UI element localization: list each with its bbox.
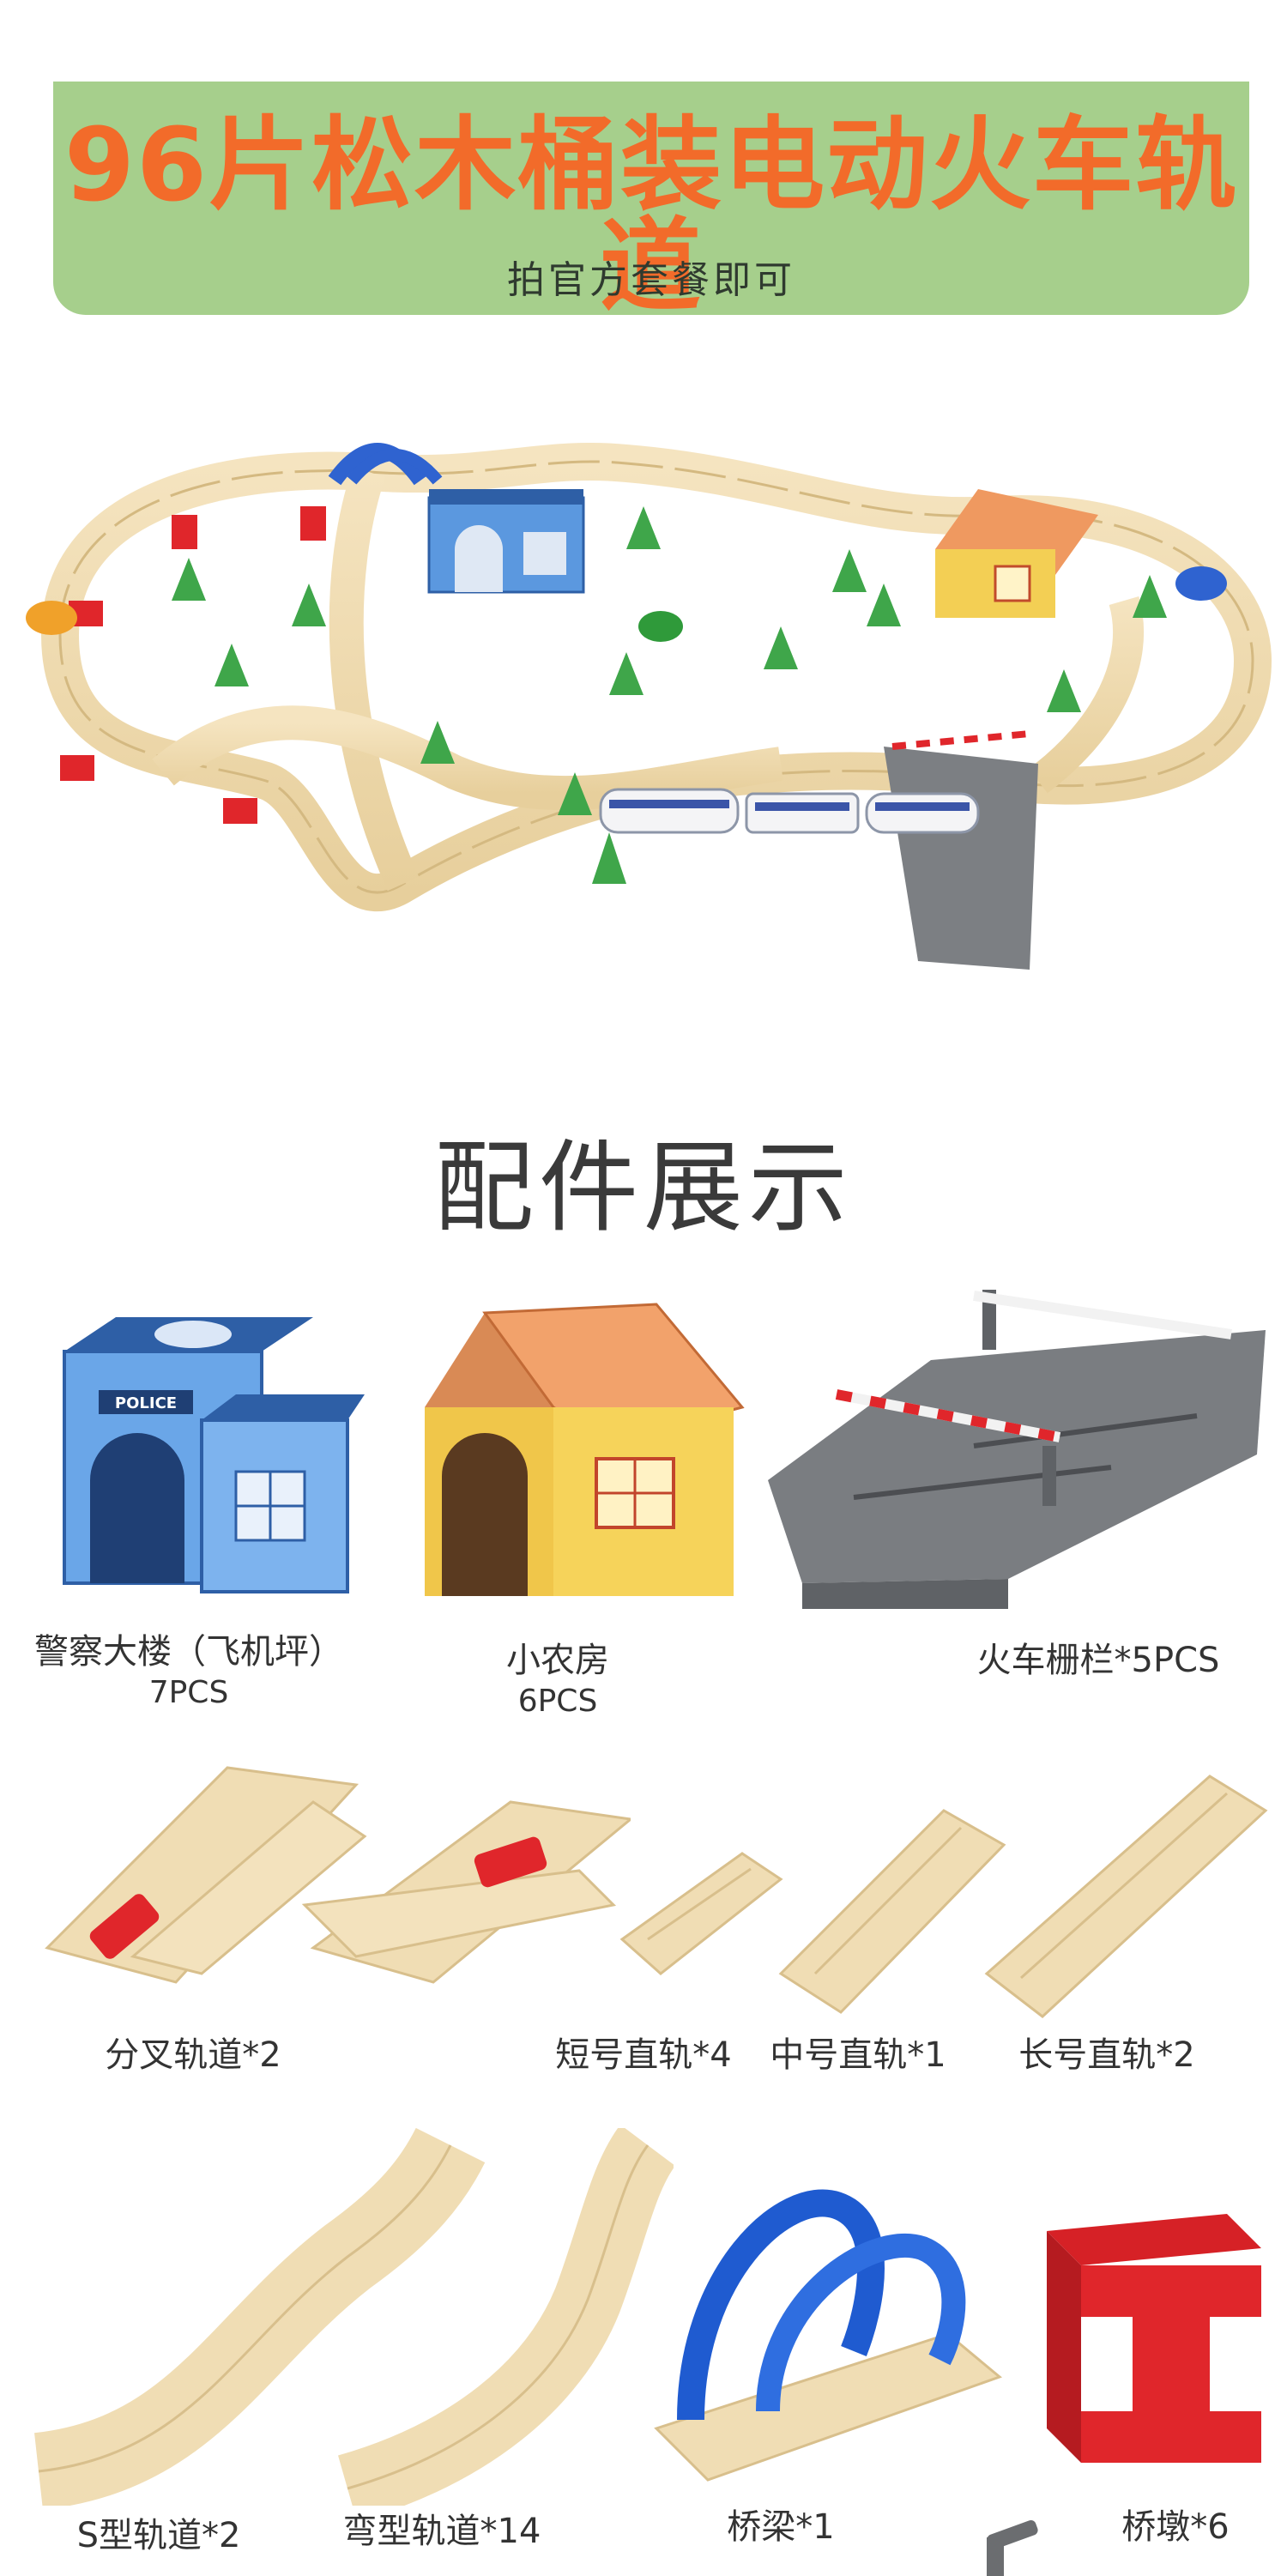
crossing-caption: 火车栅栏*5PCS [976,1641,1220,1680]
page-subtitle: 拍官方套餐即可 [507,258,795,302]
farm-house-icon [425,1303,745,1596]
section-title: 配件展示 [434,1130,853,1246]
long-track-icon [984,1775,1268,2018]
long-track-caption: 长号直轨*2 [1018,2035,1195,2075]
header-banner: 96片松木桶装电动火车轨道 拍官方套餐即可 [53,82,1249,325]
police-building-caption: 警察大楼（飞机坪） 7PCS [0,1630,378,1712]
crossing-icon [768,1290,1266,1609]
page-title: 96片松木桶装电动火车轨道 [63,106,1239,325]
hero-bridge-icon [328,443,443,486]
switch-track-icon [45,1766,631,1984]
curve-track-icon [33,2128,674,2506]
hero-police-building-icon [427,489,585,594]
mid-track-caption: 中号直轨*1 [770,2035,946,2075]
farm-house-name: 小农房 [506,1641,609,1680]
bridge-icon [654,2189,1002,2482]
police-sign: POLICE [115,1394,177,1412]
police-building-icon: POLICE [63,1317,365,1593]
curve-track-caption: 弯型轨道*14 [342,2512,541,2551]
switch-track-caption: 分叉轨道*2 [105,2035,281,2075]
hero-crossing-icon [884,730,1038,970]
bridge-caption: 桥梁*1 [727,2507,835,2547]
pier-icon [1047,2214,1261,2463]
track-layout-image [26,442,1272,970]
hero-farm-house-icon [935,489,1098,618]
police-building-qty: 7PCS [148,1675,229,1710]
hero-train-icon [599,788,980,834]
farm-house-qty: 6PCS [517,1684,598,1719]
pier-caption: 桥墩*6 [1121,2507,1230,2547]
short-track-icon [619,1852,783,1975]
farm-house-caption: 小农房 6PCS [446,1639,669,1720]
short-track-caption: 短号直轨*4 [555,2035,732,2075]
signal-post-icon [987,2519,1038,2576]
police-building-name: 警察大楼（飞机坪） [34,1632,343,1672]
hero-tree-icons [172,506,1167,884]
s-track-caption: S型轨道*2 [76,2516,241,2555]
mid-track-icon [778,1809,1006,2014]
